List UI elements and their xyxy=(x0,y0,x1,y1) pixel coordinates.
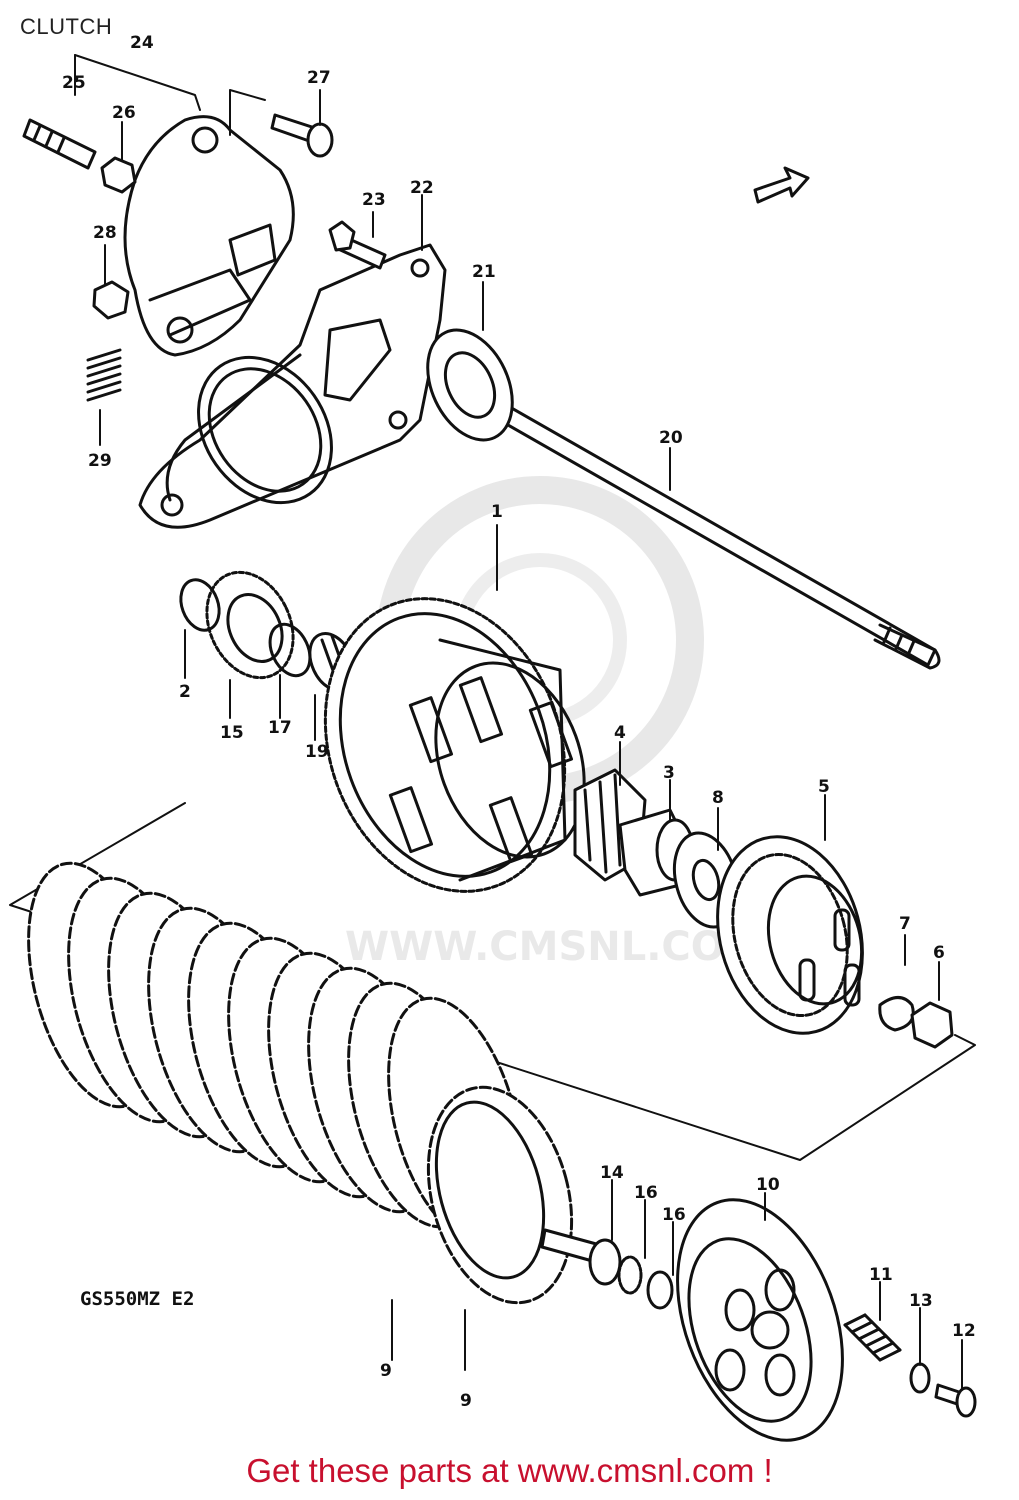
sleeve-hub xyxy=(618,808,695,897)
part-label-11: 10 xyxy=(756,1175,780,1195)
return-spring xyxy=(86,348,122,402)
part-label-4: 4 xyxy=(614,723,626,743)
spring-seat-washer xyxy=(909,1362,931,1394)
spring-bolt xyxy=(934,1383,977,1418)
footer-link[interactable]: Get these parts at www.cmsnl.com ! xyxy=(246,1452,773,1489)
clutch-plate-stack xyxy=(27,861,574,1305)
nut xyxy=(100,156,137,194)
lock-washer xyxy=(878,996,915,1032)
part-label-7: 7 xyxy=(899,914,911,934)
part-label-22: 21 xyxy=(472,262,496,282)
part-label-26: 25 xyxy=(62,73,86,93)
leader-lines xyxy=(74,54,963,1391)
part-label-1: 1 xyxy=(491,502,503,522)
part-label-6: 6 xyxy=(933,943,945,963)
cover-plate xyxy=(138,243,447,529)
part-label-17: 16 xyxy=(662,1205,686,1225)
bearing-washer xyxy=(617,1255,643,1295)
washer xyxy=(179,578,221,632)
primary-driven-gear-small xyxy=(205,570,295,680)
part-label-16b: 16 xyxy=(634,1183,658,1203)
part-label-12: 11 xyxy=(869,1265,893,1285)
stud-bolt xyxy=(22,118,97,170)
part-label-2: 2 xyxy=(179,682,191,702)
part-label-10: 9 xyxy=(380,1361,392,1381)
part-label-24: 23 xyxy=(362,190,386,210)
part-label-14: 13 xyxy=(909,1291,933,1311)
model-code: GS550MZ E2 xyxy=(80,1288,195,1310)
part-number-labels: 24 25 26 27 23 22 28 29 21 20 2 15 17 19… xyxy=(62,33,976,1411)
part-label-20: 19 xyxy=(305,742,329,762)
release-collar xyxy=(540,1228,622,1286)
thrust-bearing xyxy=(426,328,514,442)
bushing xyxy=(92,280,130,320)
part-label-27: 26 xyxy=(112,103,136,123)
part-label-5: 5 xyxy=(818,777,830,797)
part-label-13: 12 xyxy=(952,1321,976,1341)
part-label-28: 27 xyxy=(307,68,331,88)
part-label-30: 29 xyxy=(88,451,112,471)
spacer xyxy=(268,622,312,678)
push-rod xyxy=(471,388,941,670)
part-label-3: 3 xyxy=(663,763,675,783)
front-direction-icon xyxy=(753,166,810,204)
part-label-16a: 15 xyxy=(220,723,244,743)
pressure-plate xyxy=(676,1198,844,1442)
part-label-8: 8 xyxy=(712,788,724,808)
part-label-15: 14 xyxy=(600,1163,624,1183)
hub-nut xyxy=(910,1001,954,1049)
clutch-spring xyxy=(843,1313,902,1362)
part-label-19: 17 xyxy=(268,718,292,738)
part-label-21: 20 xyxy=(659,428,683,448)
part-label-23: 22 xyxy=(410,178,434,198)
page-title: CLUTCH xyxy=(20,14,113,39)
part-label-29: 28 xyxy=(93,223,117,243)
clutch-sleeve-hub xyxy=(716,835,864,1035)
bolt xyxy=(328,220,387,270)
watermark-text: WWW.CMSNL.COM xyxy=(345,924,765,970)
part-label-25: 24 xyxy=(130,33,154,53)
screw xyxy=(270,113,334,158)
release-assembly xyxy=(123,115,295,357)
spring-washer xyxy=(646,1270,674,1310)
clutch-housing xyxy=(323,597,586,893)
part-label-9: 9 xyxy=(460,1391,472,1411)
